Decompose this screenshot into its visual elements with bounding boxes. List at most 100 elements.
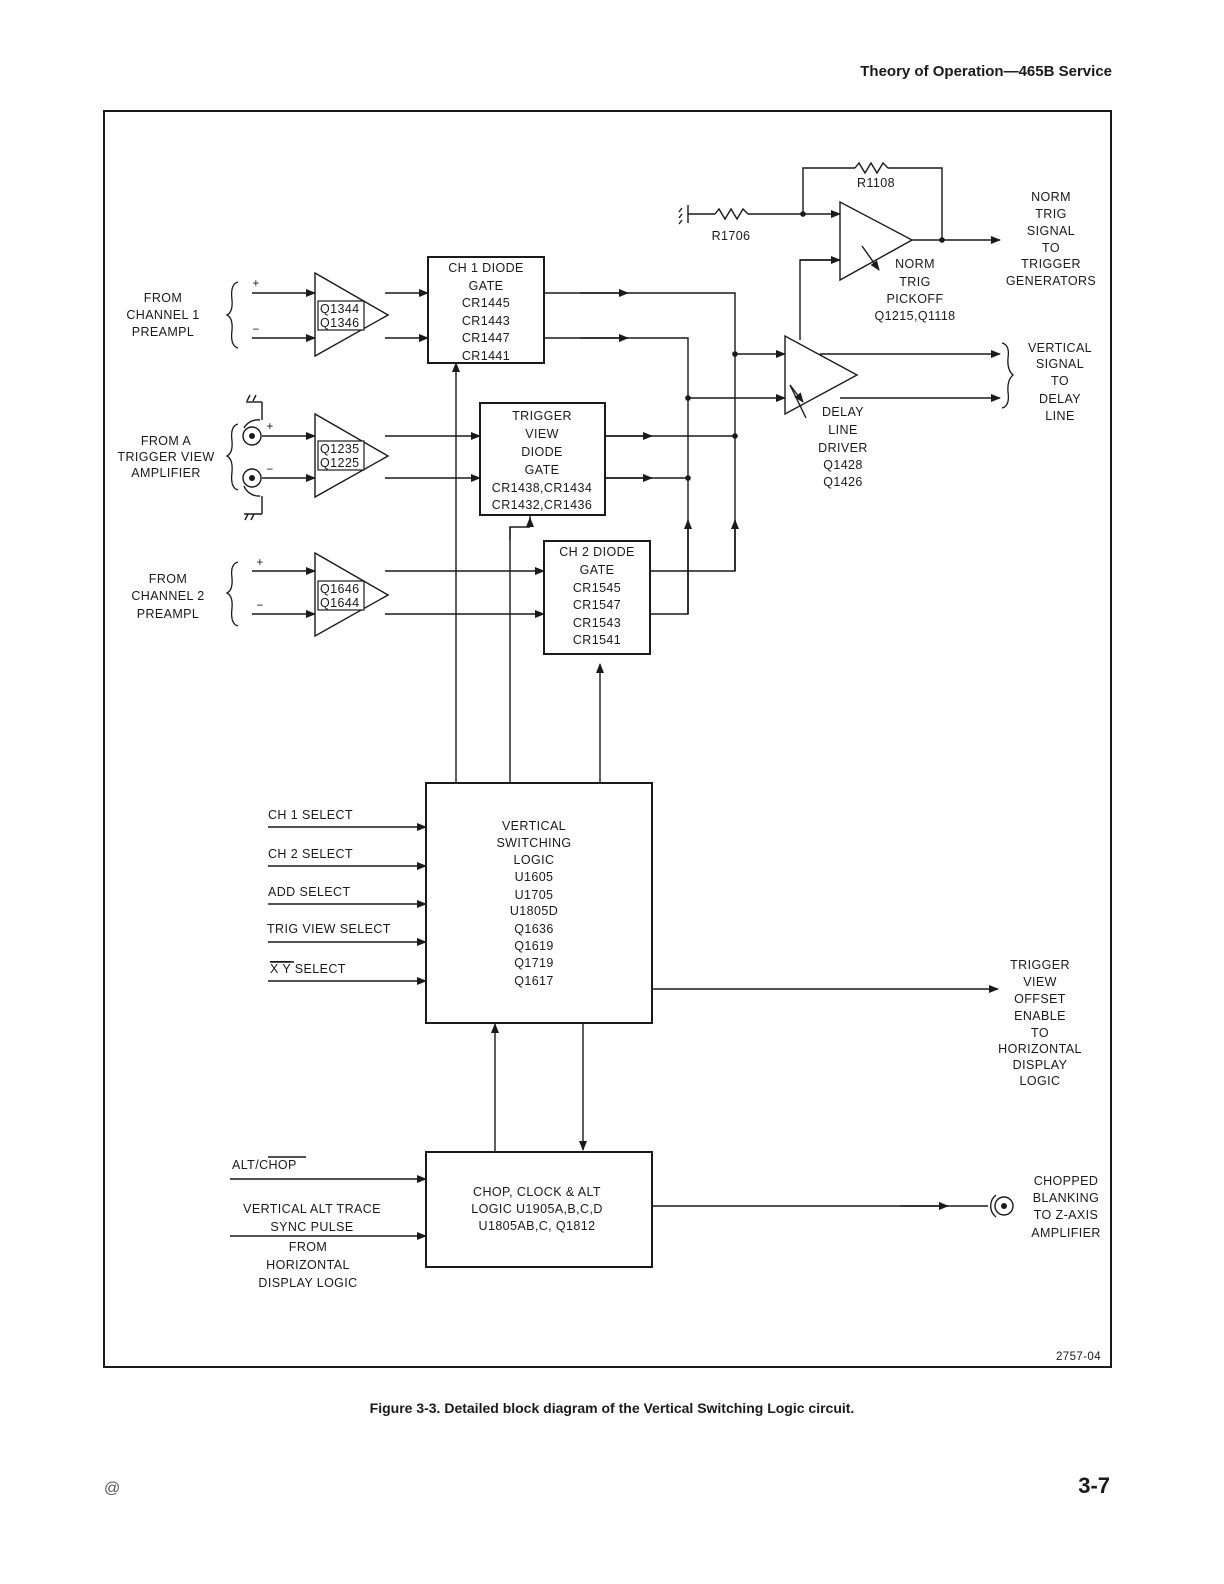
svg-text:Q1426: Q1426 — [823, 475, 863, 489]
svg-text:U1605: U1605 — [515, 870, 554, 884]
svg-text:CR1438,CR1434: CR1438,CR1434 — [492, 481, 592, 495]
svg-text:Q1428: Q1428 — [823, 458, 863, 472]
svg-text:CR1443: CR1443 — [462, 314, 510, 328]
figure-frame — [103, 110, 1112, 1368]
svg-text:AMPLIFIER: AMPLIFIER — [1031, 1226, 1101, 1240]
svg-text:FROM: FROM — [144, 291, 182, 305]
output-norm-trig-signal-label: NORM TRIG SIGNAL TO TRIGGER GENERATORS — [1006, 190, 1096, 288]
svg-text:Q1719: Q1719 — [514, 956, 554, 970]
svg-text:DIODE: DIODE — [521, 445, 563, 459]
svg-text:R1108: R1108 — [857, 176, 895, 190]
svg-text:TRIGGER: TRIGGER — [1010, 958, 1070, 972]
svg-text:U1805D: U1805D — [510, 904, 558, 918]
svg-text:TRIG: TRIG — [899, 275, 930, 289]
svg-text:Q1636: Q1636 — [514, 922, 554, 936]
svg-text:+: + — [252, 278, 259, 290]
svg-text:R1706: R1706 — [712, 229, 751, 243]
svg-text:CR1447: CR1447 — [462, 331, 510, 345]
ground-icon — [246, 394, 263, 420]
input-trigger-view-label: FROM A TRIGGER VIEW AMPLIFIER — [117, 434, 214, 480]
output-connector-icon — [990, 1194, 1014, 1218]
amplifier-norm-trig-pickoff — [839, 200, 914, 282]
svg-text:CHOP, CLOCK & ALT: CHOP, CLOCK & ALT — [473, 1185, 601, 1199]
svg-text:LINE: LINE — [1045, 409, 1074, 423]
svg-text:GENERATORS: GENERATORS — [1006, 274, 1096, 288]
input-channel-1-label: FROM CHANNEL 1 PREAMPL — [126, 291, 199, 339]
svg-text:CR1547: CR1547 — [573, 598, 621, 612]
amplifier-delay-line-driver — [784, 334, 859, 419]
svg-text:Q1215,Q1118: Q1215,Q1118 — [874, 309, 955, 323]
svg-text:VERTICAL: VERTICAL — [1028, 341, 1092, 355]
resistor-r1706-icon — [714, 207, 749, 221]
svg-text:TO: TO — [1042, 241, 1060, 255]
svg-text:CHOPPED: CHOPPED — [1034, 1174, 1099, 1188]
svg-text:DISPLAY: DISPLAY — [1013, 1058, 1068, 1072]
svg-text:−: − — [256, 600, 263, 612]
svg-text:CHANNEL 1: CHANNEL 1 — [126, 308, 199, 322]
polarity-labels: + − + − + − — [252, 278, 273, 612]
svg-text:BLANKING: BLANKING — [1033, 1191, 1099, 1205]
svg-text:CR1432,CR1436: CR1432,CR1436 — [492, 498, 592, 512]
svg-text:SYNC PULSE: SYNC PULSE — [270, 1220, 353, 1234]
amplifier-q1235: Q1235 Q1225 — [314, 412, 390, 499]
svg-text:SWITCHING: SWITCHING — [496, 836, 571, 850]
output-vertical-signal-label: VERTICAL SIGNAL TO DELAY LINE — [1028, 341, 1092, 423]
svg-text:TO: TO — [1051, 374, 1069, 388]
svg-text:DRIVER: DRIVER — [818, 441, 868, 455]
svg-text:CH 2 DIODE: CH 2 DIODE — [559, 545, 635, 559]
svg-text:PREAMPL: PREAMPL — [132, 325, 195, 339]
delay-line-driver-label: DELAY LINE DRIVER Q1428 Q1426 — [818, 405, 868, 489]
select-input-labels: CH 1 SELECT CH 2 SELECT ADD SELECT TRIG … — [267, 808, 391, 976]
input-braces — [225, 281, 1015, 627]
svg-text:LOGIC: LOGIC — [514, 853, 555, 867]
svg-text:Q1619: Q1619 — [514, 939, 554, 953]
svg-text:VERTICAL ALT TRACE: VERTICAL ALT TRACE — [243, 1202, 381, 1216]
svg-text:LOGIC: LOGIC — [1020, 1074, 1061, 1088]
amp-label: Q1225 — [320, 456, 360, 470]
svg-text:U1705: U1705 — [515, 888, 554, 902]
svg-text:CH 1 DIODE: CH 1 DIODE — [448, 261, 524, 275]
junctions — [685, 211, 945, 481]
output-chopped-blanking-label: CHOPPED BLANKING TO Z-AXIS AMPLIFIER — [1031, 1174, 1101, 1240]
ch1-diode-gate-block: CH 1 DIODE GATE CR1445 CR1443 CR1447 CR1… — [427, 256, 545, 364]
amplifier-q1344: Q1344 Q1346 — [314, 271, 390, 358]
svg-text:TO: TO — [1031, 1026, 1049, 1040]
chop-input-labels: ALT/CHOP VERTICAL ALT TRACE SYNC PULSE F… — [232, 1156, 381, 1290]
svg-text:CR1543: CR1543 — [573, 616, 621, 630]
trigger-view-diode-gate-block: TRIGGER VIEW DIODE GATE CR1438,CR1434 CR… — [479, 402, 606, 516]
figure-number: 2757-04 — [1056, 1351, 1101, 1363]
svg-text:PICKOFF: PICKOFF — [887, 292, 944, 306]
svg-text:+: + — [266, 421, 273, 433]
resistor-r1108-icon — [854, 161, 889, 175]
vertical-switching-logic-block: VERTICAL SWITCHING LOGIC U1605 U1705 U18… — [425, 782, 653, 1024]
svg-text:FROM: FROM — [149, 572, 187, 586]
svg-text:ADD SELECT: ADD SELECT — [268, 885, 351, 899]
svg-text:TRIGGER: TRIGGER — [1021, 257, 1081, 271]
xy-select-label: X Y SELECT — [270, 962, 346, 976]
svg-text:TRIGGER: TRIGGER — [512, 409, 572, 423]
input-channel-2-label: FROM CHANNEL 2 PREAMPL — [131, 572, 204, 621]
svg-text:TRIG VIEW SELECT: TRIG VIEW SELECT — [267, 922, 391, 936]
svg-text:CR1545: CR1545 — [573, 581, 621, 595]
amp-label: Q1644 — [320, 596, 360, 610]
output-trigger-view-offset-label: TRIGGER VIEW OFFSET ENABLE TO HORIZONTAL… — [998, 958, 1082, 1088]
amp-label: Q1346 — [320, 316, 360, 330]
svg-text:OFFSET: OFFSET — [1014, 992, 1066, 1006]
svg-text:FROM A: FROM A — [141, 434, 192, 448]
coax-connector-icon — [242, 468, 262, 497]
svg-text:CH 2 SELECT: CH 2 SELECT — [268, 847, 353, 861]
svg-text:PREAMPL: PREAMPL — [137, 607, 200, 621]
page-number: 3-7 — [1078, 1473, 1110, 1498]
svg-text:HORIZONTAL: HORIZONTAL — [998, 1042, 1082, 1056]
svg-text:VIEW: VIEW — [1023, 975, 1057, 989]
svg-text:LOGIC U1905A,B,C,D: LOGIC U1905A,B,C,D — [471, 1202, 603, 1216]
svg-text:DELAY: DELAY — [822, 405, 864, 419]
svg-text:NORM: NORM — [895, 257, 935, 271]
svg-text:AMPLIFIER: AMPLIFIER — [131, 466, 201, 480]
amp-label: Q1646 — [320, 582, 360, 596]
svg-text:TRIGGER VIEW: TRIGGER VIEW — [117, 450, 214, 464]
ch2-diode-gate-block: CH 2 DIODE GATE CR1545 CR1547 CR1543 CR1… — [543, 540, 651, 655]
svg-text:TO Z-AXIS: TO Z-AXIS — [1034, 1208, 1099, 1222]
svg-text:GATE: GATE — [469, 279, 504, 293]
